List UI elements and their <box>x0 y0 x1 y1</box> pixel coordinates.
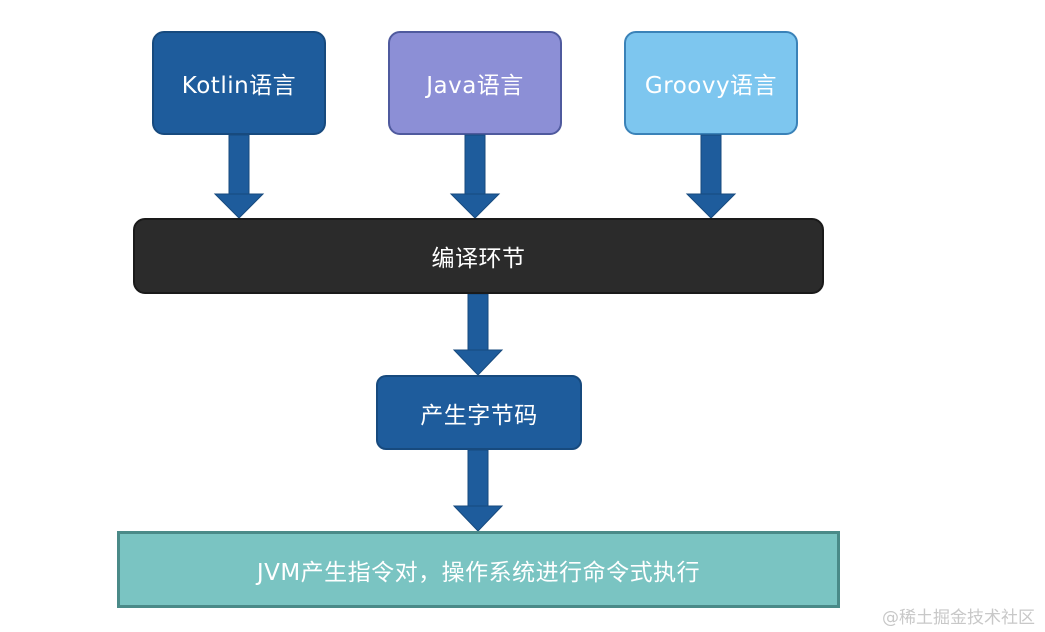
java-language-label: Java语言 <box>426 73 524 99</box>
bytecode-box: 产生字节码 <box>376 375 582 450</box>
java-language-box: Java语言 <box>388 31 562 135</box>
arrow-java-to-compile <box>449 134 501 219</box>
arrow-kotlin-to-compile <box>213 134 265 219</box>
arrow-compile-to-bytecode <box>452 293 504 376</box>
jvm-execution-label: JVM产生指令对，操作系统进行命令式执行 <box>256 559 701 586</box>
kotlin-language-label: Kotlin语言 <box>181 73 297 99</box>
compile-stage-label: 编译环节 <box>431 246 526 272</box>
jvm-execution-box: JVM产生指令对，操作系统进行命令式执行 <box>117 531 840 608</box>
arrow-groovy-to-compile <box>685 134 737 219</box>
groovy-language-box: Groovy语言 <box>624 31 798 135</box>
arrow-bytecode-to-jvm <box>452 449 504 532</box>
groovy-language-label: Groovy语言 <box>644 73 778 99</box>
kotlin-language-box: Kotlin语言 <box>152 31 326 135</box>
compile-stage-box: 编译环节 <box>133 218 824 294</box>
watermark: @稀土掘金技术社区 <box>882 608 1035 628</box>
bytecode-label: 产生字节码 <box>420 402 538 429</box>
